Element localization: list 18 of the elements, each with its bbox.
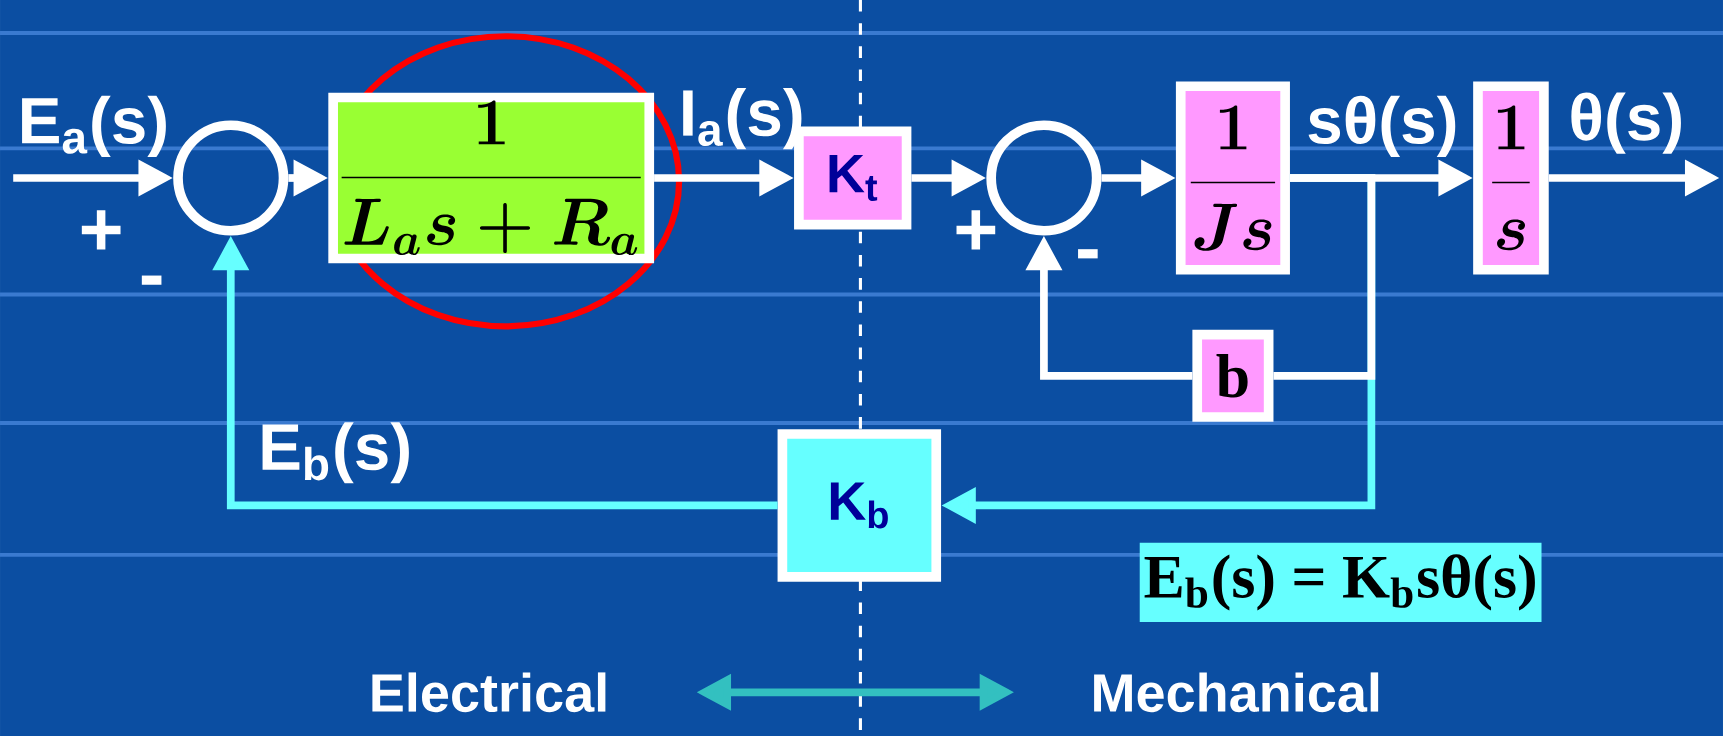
signal-label: E$_{b}$(s) (262, 422, 409, 484)
region-label: Mechanical (1094, 672, 1379, 713)
gain-box: K$_{t}$ (794, 126, 912, 230)
gain-box: K$_{b}$ (777, 429, 942, 582)
signal-label: θ(s) (1571, 92, 1681, 154)
summing-junction (173, 120, 289, 236)
region-label: Electrical (372, 672, 606, 713)
transfer-function-box: $\frac{1}{L_{a}s+R_{a}}$ (328, 92, 655, 264)
transfer-function-box: $\frac{1}{s}$ (1473, 81, 1549, 275)
sign-label: - (141, 275, 162, 285)
signal-label: E$_{a}$(s) (22, 95, 166, 157)
sign-label: + (81, 210, 121, 250)
signal-label: sθ(s) (1308, 95, 1456, 157)
sign-label: + (956, 210, 996, 250)
gain-box: b (1192, 329, 1274, 422)
sign-label: - (1078, 249, 1098, 259)
transfer-function-box: $\frac{1}{Js}$ (1175, 81, 1290, 275)
equation-box: E$_{b}$(s) = K$_{b}$sθ(s) (1139, 542, 1542, 622)
